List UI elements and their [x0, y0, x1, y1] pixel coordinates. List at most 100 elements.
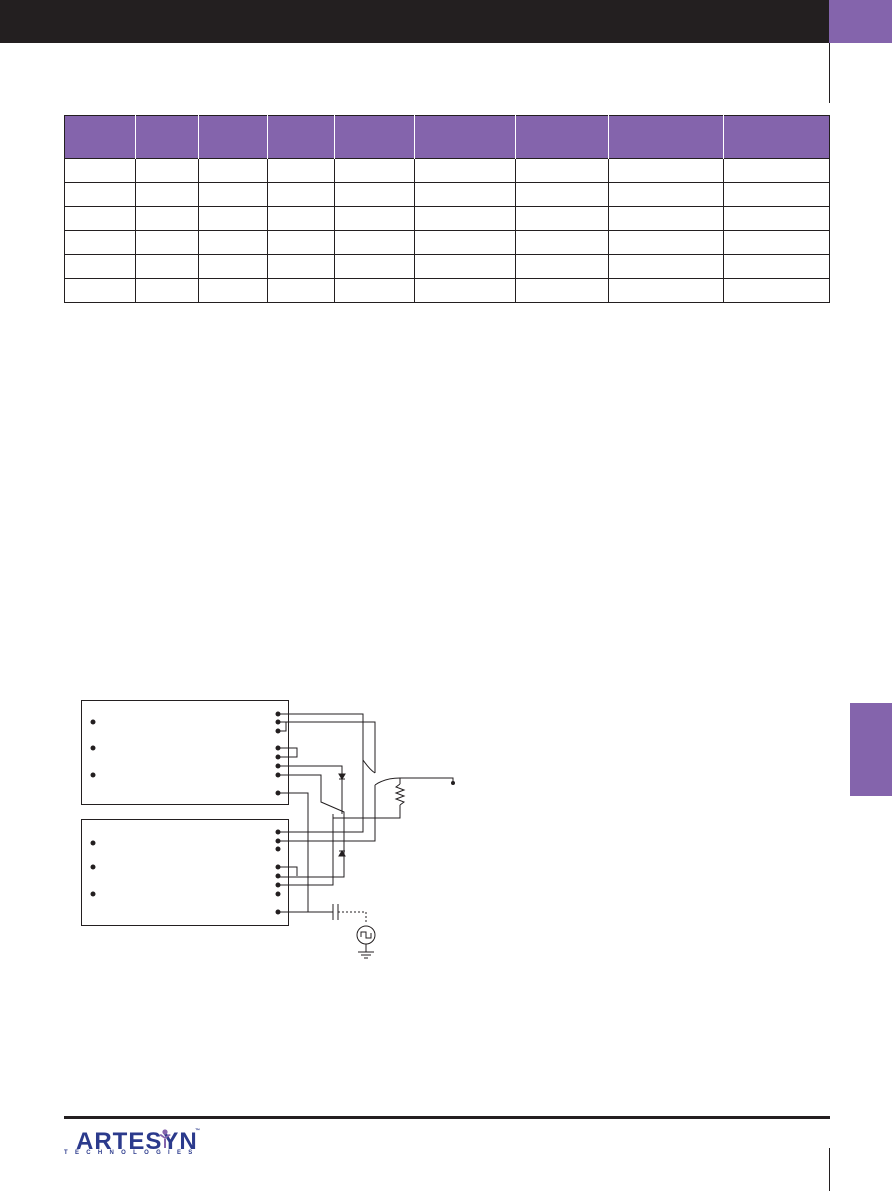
table-cell	[64, 278, 136, 303]
table-row	[64, 254, 830, 279]
converter-module-bottom	[81, 819, 289, 926]
table-cell	[198, 158, 268, 183]
pin-dot	[90, 745, 96, 751]
table-cell	[198, 182, 268, 207]
table-header-cell	[334, 115, 415, 159]
table-cell	[414, 278, 516, 303]
table-header-cell	[723, 115, 830, 159]
table-cell	[334, 230, 415, 255]
header-section-tab	[829, 0, 892, 43]
table-header-cell	[414, 115, 516, 159]
logo-figure-icon	[159, 1129, 171, 1148]
table-cell	[198, 278, 268, 303]
table-header-cell	[515, 115, 609, 159]
table-cell	[515, 182, 609, 207]
logo-trademark: ™	[195, 1128, 200, 1134]
pin-dot	[90, 840, 96, 846]
table-cell	[515, 230, 609, 255]
table-cell	[198, 230, 268, 255]
pin-dot	[275, 829, 281, 835]
table-cell	[334, 278, 415, 303]
table-cell	[135, 278, 199, 303]
pin-dot	[275, 719, 281, 725]
parallel-connection-diagram	[81, 700, 455, 959]
table-header-cell	[135, 115, 199, 159]
table-cell	[608, 230, 724, 255]
pin-dot	[275, 864, 281, 870]
pin-dot	[275, 838, 281, 844]
table-cell	[334, 182, 415, 207]
table-row	[64, 230, 830, 255]
table-cell	[515, 254, 609, 279]
pin-dot	[90, 772, 96, 778]
logo-subtitle: TECHNOLOGIES	[64, 1150, 200, 1156]
table-cell	[334, 254, 415, 279]
table-cell	[723, 206, 830, 231]
table-header-cell	[198, 115, 268, 159]
table-cell	[414, 206, 516, 231]
table-cell	[723, 278, 830, 303]
pin-dot	[275, 772, 281, 778]
footer-divider	[829, 1148, 830, 1191]
table-cell	[608, 158, 724, 183]
pin-dot	[90, 864, 96, 870]
logo-wordmark: ARTESYN	[76, 1128, 198, 1155]
pin-dot	[275, 891, 281, 897]
pin-dot	[275, 882, 281, 888]
pin-dot	[275, 873, 281, 879]
table-header-cell	[267, 115, 335, 159]
table-cell	[723, 158, 830, 183]
table-header-cell	[64, 115, 136, 159]
table-cell	[135, 230, 199, 255]
table-cell	[723, 254, 830, 279]
header-bar	[0, 0, 829, 43]
table-cell	[64, 206, 136, 231]
table-cell	[334, 158, 415, 183]
header-divider	[829, 43, 830, 103]
table-cell	[64, 254, 136, 279]
table-cell	[608, 254, 724, 279]
table-cell	[515, 158, 609, 183]
table-cell	[414, 230, 516, 255]
table-cell	[515, 206, 609, 231]
table-cell	[135, 254, 199, 279]
side-section-tab	[850, 703, 892, 796]
table-cell	[135, 206, 199, 231]
table-cell	[267, 254, 335, 279]
table-cell	[64, 158, 136, 183]
table-cell	[64, 182, 136, 207]
table-row	[64, 182, 830, 207]
spec-table	[64, 115, 830, 303]
table-cell	[414, 182, 516, 207]
table-cell	[64, 230, 136, 255]
table-cell	[135, 158, 199, 183]
pin-dot	[275, 728, 281, 734]
table-header-cell	[608, 115, 724, 159]
artesyn-logo: ARTESYN ™ TECHNOLOGIES	[64, 1128, 204, 1162]
table-cell	[135, 182, 199, 207]
pin-dot	[90, 719, 96, 725]
table-row	[64, 158, 830, 183]
table-cell	[267, 182, 335, 207]
ground-terminal-dot	[451, 781, 455, 785]
table-cell	[723, 230, 830, 255]
pin-dot	[275, 909, 281, 915]
table-cell	[608, 278, 724, 303]
table-cell	[608, 182, 724, 207]
diode-symbol	[338, 773, 346, 780]
pin-dot	[90, 891, 96, 897]
diode-symbol	[338, 850, 346, 857]
table-row	[64, 206, 830, 231]
table-cell	[267, 230, 335, 255]
pin-dot	[275, 754, 281, 760]
converter-module-top	[81, 700, 289, 805]
table-cell	[414, 254, 516, 279]
pin-dot	[275, 745, 281, 751]
pin-dot	[275, 790, 281, 796]
pin-dot	[275, 711, 281, 717]
table-cell	[608, 206, 724, 231]
footer-rule	[64, 1116, 830, 1119]
table-cell	[723, 182, 830, 207]
pin-dot	[275, 763, 281, 769]
table-cell	[267, 278, 335, 303]
